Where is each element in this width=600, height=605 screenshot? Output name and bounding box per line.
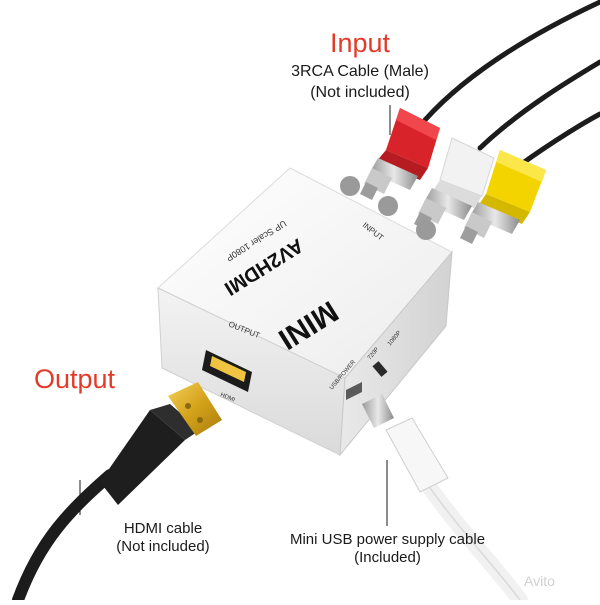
input-callout-cable: 3RCA Cable (Male) bbox=[291, 63, 429, 80]
resolution-switch[interactable] bbox=[372, 361, 388, 377]
watermark: Avito bbox=[524, 573, 555, 589]
hdmi-cable-note: (Not included) bbox=[116, 538, 210, 555]
input-callout-note: (Not included) bbox=[310, 84, 410, 101]
rca-yellow-plug bbox=[460, 150, 546, 244]
output-callout-title: Output bbox=[34, 364, 116, 394]
usb-cable-note: (Included) bbox=[354, 549, 421, 566]
callout-lines bbox=[79, 105, 391, 526]
hdmi-plug-connector bbox=[168, 382, 222, 436]
adapter-body bbox=[157, 167, 453, 457]
hdmi-plug-boot bbox=[100, 410, 185, 505]
rca-socket-yellow bbox=[416, 220, 436, 240]
mini-usb-plug-connector bbox=[362, 394, 394, 428]
rca-socket-white bbox=[378, 196, 398, 216]
input-callout-title: Input bbox=[329, 28, 391, 58]
mini-usb-cable bbox=[362, 394, 528, 605]
device-hdmi-port-label: HDMI bbox=[219, 392, 236, 403]
mini-usb-port bbox=[346, 382, 362, 400]
usb-cable-label: Mini USB power supply cable bbox=[289, 531, 486, 548]
hdmi-cable bbox=[12, 382, 222, 605]
hdmi-cable-label: HDMI cable bbox=[123, 520, 203, 537]
rca-red-plug bbox=[360, 108, 440, 200]
rca-socket-red bbox=[340, 176, 360, 196]
rca-cables bbox=[422, 0, 600, 168]
mini-usb-plug-body bbox=[385, 417, 449, 493]
